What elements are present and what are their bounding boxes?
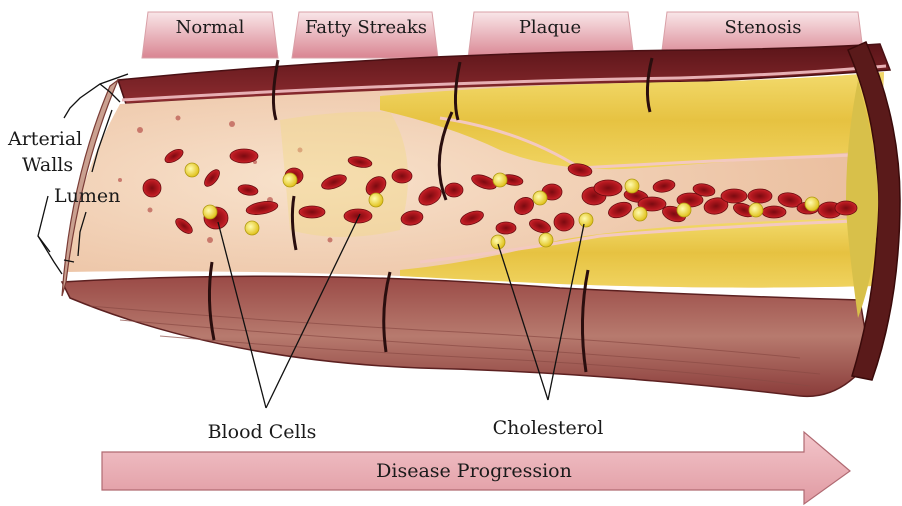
cholesterol-particle (633, 207, 647, 221)
tab-plaque-label: Plaque (519, 17, 581, 38)
cholesterol-particle (185, 163, 199, 177)
cholesterol-particle (677, 203, 691, 217)
tab-normal-label: Normal (176, 17, 245, 38)
blood-cell (392, 169, 412, 183)
cholesterol-particle (579, 213, 593, 227)
cholesterol-particle (749, 203, 763, 217)
cholesterol-particle (283, 173, 297, 187)
cholesterol-particle (245, 221, 259, 235)
blood-cell (721, 189, 747, 203)
blood-cell (299, 206, 325, 218)
blood-cell (230, 149, 258, 163)
cholesterol-particle (533, 191, 547, 205)
cholesterol-particle (625, 179, 639, 193)
disease-progression-label: Disease Progression (376, 460, 572, 482)
blood-cell (344, 209, 372, 223)
blood-cells-label: Blood Cells (208, 421, 317, 443)
tab-normal: Normal (142, 12, 278, 58)
lumen-label: Lumen (54, 185, 120, 207)
arterial-walls-label-line1: Arterial (7, 128, 82, 150)
cholesterol-particle (491, 235, 505, 249)
blood-cell (835, 201, 857, 215)
arterial-walls-label-line2: Walls (22, 154, 73, 176)
blood-cell (748, 189, 772, 203)
cholesterol-particle (805, 197, 819, 211)
cholesterol-particle (203, 205, 217, 219)
blood-cell (554, 213, 574, 231)
cholesterol-particle (369, 193, 383, 207)
cholesterol-particle (539, 233, 553, 247)
blood-cell (445, 183, 463, 197)
cholesterol-particle (493, 173, 507, 187)
blood-cell (143, 179, 161, 197)
blood-cell (762, 206, 786, 218)
cholesterol-label: Cholesterol (493, 417, 604, 439)
tab-fatty-streaks-label: Fatty Streaks (305, 17, 427, 38)
blood-cell (594, 180, 622, 196)
blood-cell (496, 222, 516, 234)
tab-fatty-streaks: Fatty Streaks (292, 12, 438, 58)
tab-stenosis-label: Stenosis (725, 17, 802, 38)
